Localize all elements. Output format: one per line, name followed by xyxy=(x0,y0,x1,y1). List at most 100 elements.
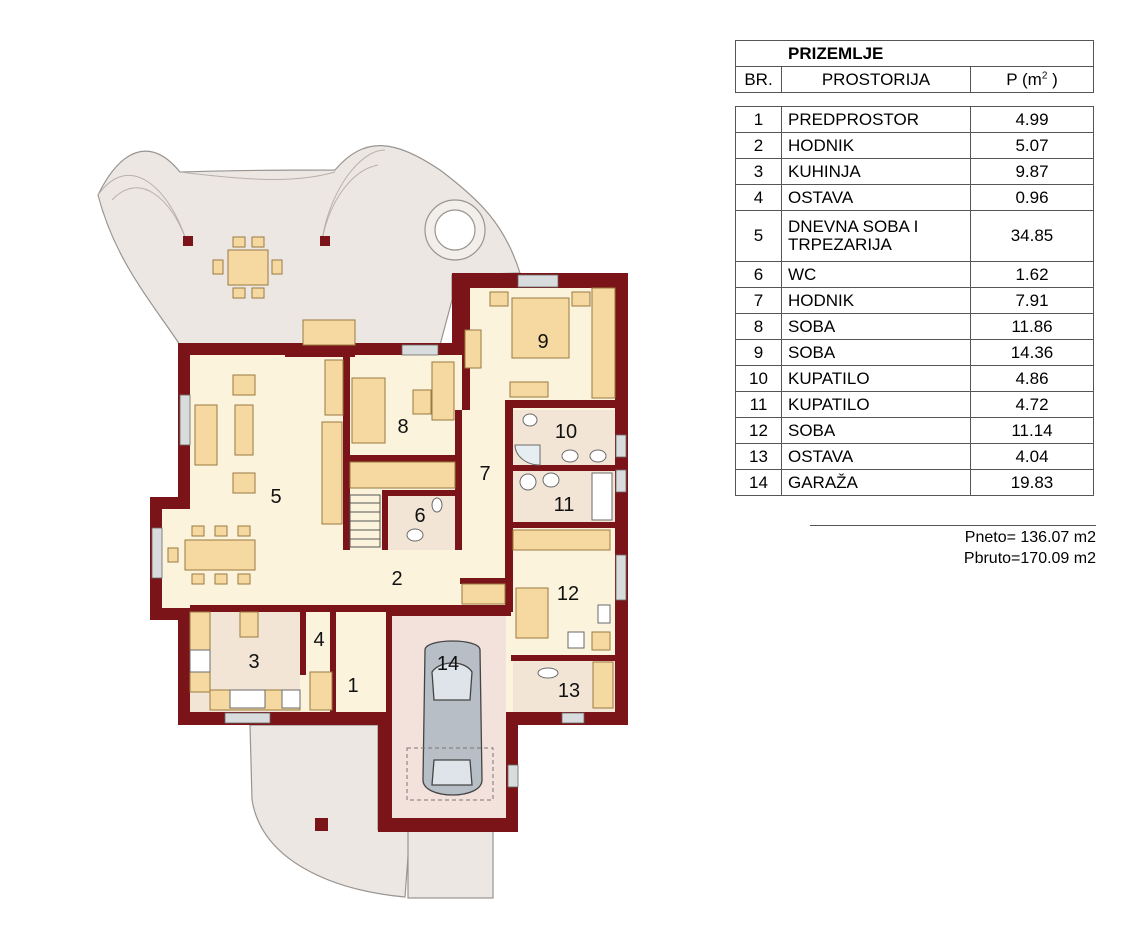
room-number-cell: 7 xyxy=(735,287,782,314)
sofa xyxy=(194,404,218,466)
room-name-cell: OSTAVA xyxy=(781,184,971,211)
room-area-cell: 9.87 xyxy=(970,158,1094,185)
table-title: PRIZEMLJE xyxy=(735,40,1094,67)
room-name-cell: KUPATILO xyxy=(781,391,971,418)
room-number-cell: 9 xyxy=(735,339,782,366)
garage-door-line xyxy=(406,747,494,801)
bath-fixtures xyxy=(189,413,613,709)
room-area-cell: 4.86 xyxy=(970,365,1094,392)
room-number-cell: 14 xyxy=(735,469,782,496)
terraces xyxy=(97,145,521,899)
room-label-8: 8 xyxy=(397,416,408,438)
net-area: Pneto= 136.07 m2 xyxy=(964,529,1096,546)
terrace-table xyxy=(227,249,269,286)
driveway xyxy=(407,829,494,899)
room-area-cell: 7.91 xyxy=(970,287,1094,314)
col-header-area-sup: 2 xyxy=(1041,69,1048,81)
wc-6-floor xyxy=(385,495,455,550)
room-number-cell: 10 xyxy=(735,365,782,392)
room-area-cell: 4.99 xyxy=(970,106,1094,133)
room-label-9: 9 xyxy=(537,331,548,353)
stairs xyxy=(349,494,381,548)
dining-table xyxy=(184,539,256,571)
windows xyxy=(151,274,627,788)
room-area-cell: 19.83 xyxy=(970,469,1094,496)
bed-9 xyxy=(511,297,570,359)
col-header-area-suffix: ) xyxy=(1047,69,1058,89)
pillar-3 xyxy=(315,818,328,831)
room-number-cell: 2 xyxy=(735,132,782,159)
room-area-cell: 5.07 xyxy=(970,132,1094,159)
room-number-cell: 12 xyxy=(735,417,782,444)
room-label-2: 2 xyxy=(391,568,402,590)
col-header-room: PROSTORIJA xyxy=(781,66,971,93)
terrace-arcs xyxy=(97,149,386,241)
bed-8 xyxy=(351,377,386,444)
floor-plan: 1 2 3 4 5 6 7 8 9 10 11 12 13 14 xyxy=(97,145,628,899)
room-area-cell: 34.85 xyxy=(970,210,1094,262)
room-name-cell: KUPATILO xyxy=(781,365,971,392)
room-area-cell: 0.96 xyxy=(970,184,1094,211)
room-area-cell: 11.86 xyxy=(970,313,1094,340)
room-name-cell: DNEVNA SOBA I TRPEZARIJA xyxy=(781,210,971,262)
room-name-cell: OSTAVA xyxy=(781,443,971,470)
rear-terrace xyxy=(97,145,521,346)
area-totals: Pneto= 136.07 m2 Pbruto=170.09 m2 xyxy=(810,525,1096,569)
front-terrace xyxy=(249,724,411,898)
room-table-header: PRIZEMLJE BR. PROSTORIJA P (m2 ) xyxy=(735,40,1094,93)
room-name-cell: SOBA xyxy=(781,313,971,340)
room-number-cell: 3 xyxy=(735,158,782,185)
room-label-11: 11 xyxy=(554,494,575,516)
room-label-5: 5 xyxy=(270,486,281,508)
room-area-cell: 4.72 xyxy=(970,391,1094,418)
room-area-cell: 14.36 xyxy=(970,339,1094,366)
room-name-cell: SOBA xyxy=(781,417,971,444)
fireplace xyxy=(302,319,356,346)
room-label-14: 14 xyxy=(437,653,459,675)
room-number-cell: 11 xyxy=(735,391,782,418)
pillar-1 xyxy=(183,236,193,246)
room-label-1: 1 xyxy=(347,675,358,697)
room-label-12: 12 xyxy=(557,583,579,605)
room-number-cell: 6 xyxy=(735,261,782,288)
room-area-cell: 1.62 xyxy=(970,261,1094,288)
room-name-cell: HODNIK xyxy=(781,132,971,159)
room-number-cell: 5 xyxy=(735,210,782,262)
room-number-cell: 13 xyxy=(735,443,782,470)
room-name-cell: WC xyxy=(781,261,971,288)
room-name-cell: HODNIK xyxy=(781,287,971,314)
bathtub xyxy=(591,472,613,521)
room-name-cell: KUHINJA xyxy=(781,158,971,185)
bed-12 xyxy=(515,587,549,639)
room-name-cell: GARAŽA xyxy=(781,469,971,496)
room-number-cell: 4 xyxy=(735,184,782,211)
room-name-cell: PREDPROSTOR xyxy=(781,106,971,133)
car xyxy=(422,640,483,796)
room-label-10: 10 xyxy=(555,421,577,443)
round-planter-inner xyxy=(434,209,476,251)
gross-area: Pbruto=170.09 m2 xyxy=(963,550,1096,567)
pillar-2 xyxy=(320,236,330,246)
room-label-3: 3 xyxy=(248,651,259,673)
room-label-4: 4 xyxy=(313,629,324,651)
room-label-6: 6 xyxy=(414,505,425,527)
room-name-cell: SOBA xyxy=(781,339,971,366)
room-area-cell: 11.14 xyxy=(970,417,1094,444)
room-number-cell: 8 xyxy=(735,313,782,340)
room-area-cell: 4.04 xyxy=(970,443,1094,470)
room-labels: 1 2 3 4 5 6 7 8 9 10 11 12 13 14 xyxy=(248,331,580,702)
